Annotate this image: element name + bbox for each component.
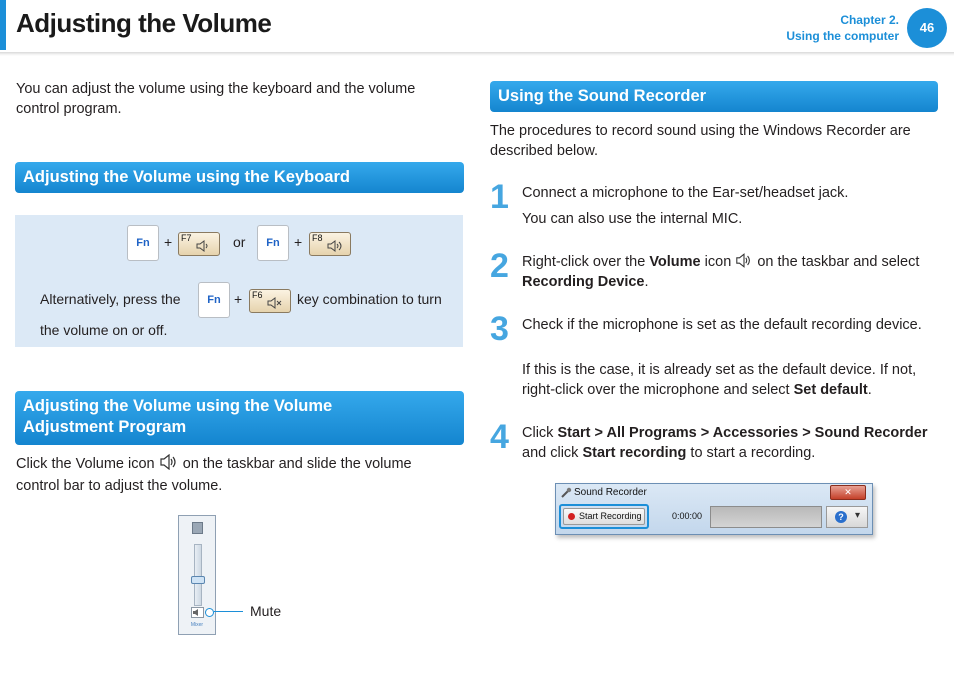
start-recording-label: Start Recording: [579, 511, 642, 521]
plus-sign: +: [234, 291, 243, 307]
speaker-icon: [736, 253, 751, 268]
step-3-sub-c: .: [867, 382, 872, 398]
mute-label: Mute: [250, 603, 282, 619]
step-4-part-a: Click: [522, 425, 558, 441]
help-menu-button[interactable]: ? ▾: [826, 506, 868, 528]
sound-recorder-window: Sound Recorder ✕ Start Recording 0:00:00…: [555, 483, 873, 535]
help-icon: ?: [835, 511, 847, 523]
program-text-end: on the taskbar and slide the volume: [182, 456, 412, 472]
elapsed-time: 0:00:00: [672, 511, 703, 521]
header-accent-bar: [0, 0, 6, 50]
step-number: 1: [490, 178, 509, 216]
keyboard-shortcut-box: Fn + F7 or Fn + F8 Alternatively, press …: [15, 215, 463, 347]
start-recording-button[interactable]: Start Recording: [563, 508, 645, 525]
step-3-sub-a: If this is the case, it is already set a…: [522, 362, 917, 398]
step-2-volume: Volume: [649, 254, 701, 270]
program-text-line2: control bar to adjust the volume.: [16, 478, 223, 494]
step-3-text: Check if the microphone is set as the de…: [522, 317, 922, 333]
volume-up-icon: [327, 240, 342, 252]
volume-down-icon: [196, 240, 208, 252]
page-number-badge: 46: [907, 8, 947, 48]
speaker-small-icon: [193, 609, 198, 616]
program-text-start: Click the Volume icon: [16, 456, 155, 472]
page-title: Adjusting the Volume: [16, 8, 272, 38]
fn-key: Fn: [198, 282, 230, 318]
plus-sign: +: [164, 234, 173, 250]
f7-key-label: F7: [181, 233, 192, 243]
f8-key-label: F8: [312, 233, 323, 243]
step-2-part-a: Right-click over the: [522, 254, 650, 270]
step-number: 3: [490, 310, 509, 348]
speaker-icon: [160, 453, 176, 471]
step-4-part-e: to start a recording.: [686, 445, 816, 461]
step-1-subtext: You can also use the internal MIC.: [522, 211, 743, 227]
program-heading-line1: Adjusting the Volume using the Volume: [23, 397, 333, 415]
mute-icon: [267, 297, 282, 309]
mixer-link[interactable]: Mixer: [190, 622, 204, 628]
close-button[interactable]: ✕: [830, 485, 866, 500]
f6-key-label: F6: [252, 290, 263, 300]
step-1-text: Connect a microphone to the Ear-set/head…: [522, 185, 849, 201]
plus-sign: +: [294, 234, 303, 250]
mute-callout-line: [214, 611, 243, 612]
recorder-section-heading: Using the Sound Recorder: [490, 81, 938, 112]
fn-key: Fn: [127, 225, 159, 261]
start-recording-highlight: [559, 504, 649, 529]
step-2-part-d: on the taskbar and select: [753, 254, 920, 270]
chapter-label: Chapter 2. Using the computer: [786, 12, 899, 44]
step-2-recording-device: Recording Device: [522, 274, 645, 290]
window-title: Sound Recorder: [574, 487, 647, 498]
chapter-number: Chapter 2.: [840, 13, 899, 27]
step-4-start-recording: Start recording: [582, 445, 687, 461]
volume-slider-thumb[interactable]: [191, 576, 205, 584]
f6-key: F6: [249, 289, 291, 313]
fn-key: Fn: [257, 225, 289, 261]
header-divider: [0, 52, 954, 56]
microphone-icon: [561, 487, 572, 498]
f8-key: F8: [309, 232, 351, 256]
program-section-heading: Adjusting the Volume using the Volume Ad…: [15, 391, 464, 445]
step-number: 2: [490, 247, 509, 285]
level-meter: [710, 506, 822, 528]
mute-button[interactable]: [191, 607, 204, 618]
program-heading-line2: Adjustment Program: [23, 418, 187, 436]
step-3-set-default: Set default: [793, 382, 868, 398]
step-2-text: Right-click over the Volume icon on the …: [522, 252, 942, 292]
chevron-down-icon: ▾: [855, 510, 861, 521]
mute-callout-dot: [205, 608, 214, 617]
step-4-path: Start > All Programs > Accessories > Sou…: [557, 425, 928, 441]
step-2-part-c: icon: [700, 254, 736, 270]
record-dot-icon: [568, 513, 575, 520]
recorder-intro: The procedures to record sound using the…: [490, 123, 911, 159]
or-text: or: [233, 234, 246, 250]
step-3-subtext: If this is the case, it is already set a…: [522, 360, 938, 400]
step-number: 4: [490, 418, 509, 456]
volume-track[interactable]: [194, 544, 202, 606]
alternative-text-end: key combination to turn: [297, 291, 442, 307]
chapter-title: Using the computer: [786, 29, 899, 43]
alternative-text-line2: the volume on or off.: [40, 322, 168, 338]
volume-mixer-panel: Mixer: [178, 515, 216, 635]
program-instructions: Click the Volume icon on the taskbar and…: [16, 453, 466, 496]
keyboard-section-heading: Adjusting the Volume using the Keyboard: [15, 162, 464, 193]
speaker-device-icon: [192, 522, 203, 534]
step-2-period: .: [644, 274, 649, 290]
f7-key: F7: [178, 232, 220, 256]
step-4-text: Click Start > All Programs > Accessories…: [522, 423, 952, 463]
step-4-part-c: and click: [522, 445, 583, 461]
alternative-text-start: Alternatively, press the: [40, 291, 181, 307]
intro-text: You can adjust the volume using the keyb…: [16, 81, 416, 117]
